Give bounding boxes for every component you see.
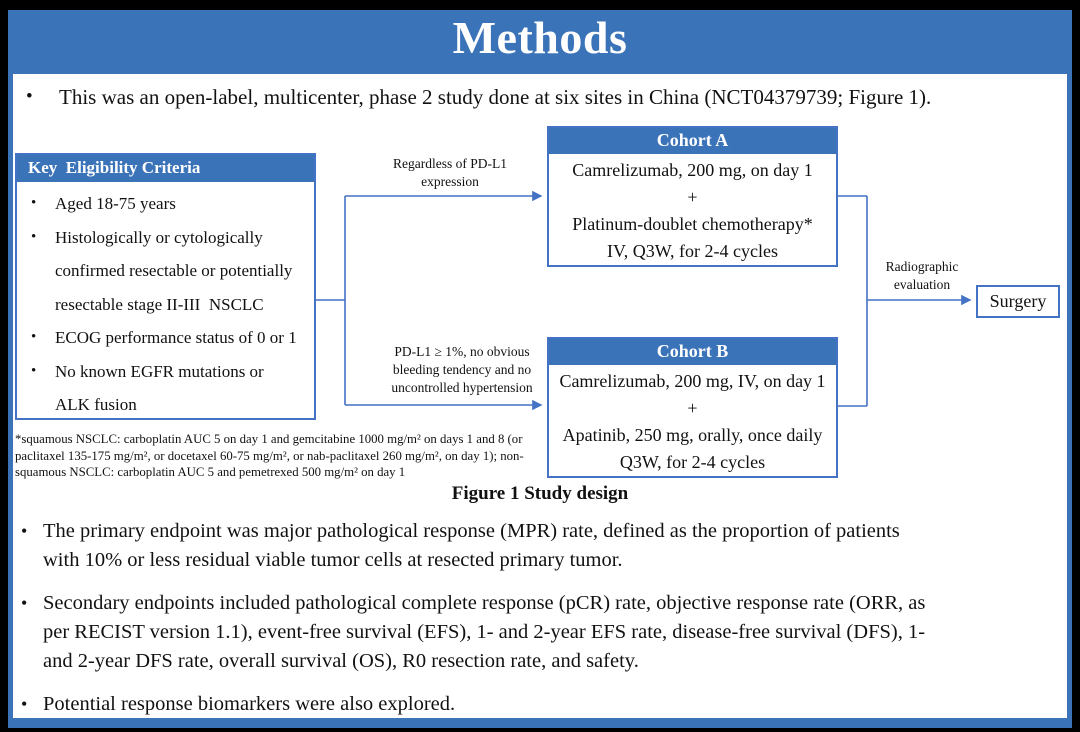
figure-caption: Figure 1 Study design [451, 483, 629, 504]
cohort-b-body: Camrelizumab, 200 mg, IV, on day 1 + Apa… [559, 371, 826, 472]
bullet-dot-icon [26, 83, 59, 111]
eligibility-item: Histologically or cytologically confirme… [31, 221, 312, 322]
bullet-dot-icon [21, 517, 43, 575]
radiographic-evaluation-label: Radiographic evaluation [885, 259, 959, 292]
endpoint-bullets: The primary endpoint was major pathologi… [21, 517, 1067, 732]
intro-bullet: This was an open-label, multicenter, pha… [26, 83, 931, 111]
bullet-dot-icon [31, 355, 55, 422]
cohort-b-header: Cohort B [549, 339, 836, 365]
bullet-text: The primary endpoint was major pathologi… [43, 520, 900, 571]
eligibility-item: Aged 18-75 years [31, 187, 312, 221]
branch-label-cohort-a: Regardless of PD-L1 expression [393, 156, 507, 189]
cohort-a-body: Camrelizumab, 200 mg, on day 1 + Platinu… [572, 160, 813, 261]
eligibility-box: Key Eligibility Criteria Aged 18-75 year… [15, 153, 316, 420]
bullet-secondary-endpoints: Secondary endpoints included pathologica… [21, 589, 1067, 676]
bullet-biomarkers: Potential response biomarkers were also … [21, 690, 1067, 719]
eligibility-item-text: Histologically or cytologically confirme… [55, 227, 293, 314]
intro-bullet-text: This was an open-label, multicenter, pha… [59, 85, 932, 109]
bullet-text: Potential response biomarkers were also … [43, 693, 456, 715]
eligibility-item-text: No known EGFR mutations or ALK fusion [55, 361, 264, 415]
chemotherapy-footnote: *squamous NSCLC: carboplatin AUC 5 on da… [15, 432, 524, 479]
bullet-dot-icon [21, 690, 43, 719]
bullet-primary-endpoint: The primary endpoint was major pathologi… [21, 517, 1067, 575]
slide-title: Methods [452, 12, 628, 63]
branch-label-cohort-b: PD-L1 ≥ 1%, no obvious bleeding tendency… [391, 344, 533, 395]
surgery-box: Surgery [976, 285, 1060, 318]
eligibility-items: Aged 18-75 years Histologically or cytol… [17, 182, 314, 422]
bullet-dot-icon [31, 321, 55, 355]
bullet-dot-icon [31, 187, 55, 221]
bullet-dot-icon [31, 221, 55, 322]
cohort-a-box: Cohort A Camrelizumab, 200 mg, on day 1 … [547, 126, 838, 267]
eligibility-item-text: Aged 18-75 years [55, 194, 176, 213]
eligibility-item-text: ECOG performance status of 0 or 1 [55, 328, 297, 347]
cohort-b-box: Cohort B Camrelizumab, 200 mg, IV, on da… [547, 337, 838, 478]
bullet-text: Secondary endpoints included pathologica… [43, 592, 926, 672]
eligibility-header: Key Eligibility Criteria [17, 155, 314, 182]
surgery-label: Surgery [989, 291, 1047, 311]
bullet-dot-icon [21, 589, 43, 676]
eligibility-item: No known EGFR mutations or ALK fusion [31, 355, 312, 422]
eligibility-item: ECOG performance status of 0 or 1 [31, 321, 312, 355]
cohort-a-header: Cohort A [549, 128, 836, 154]
